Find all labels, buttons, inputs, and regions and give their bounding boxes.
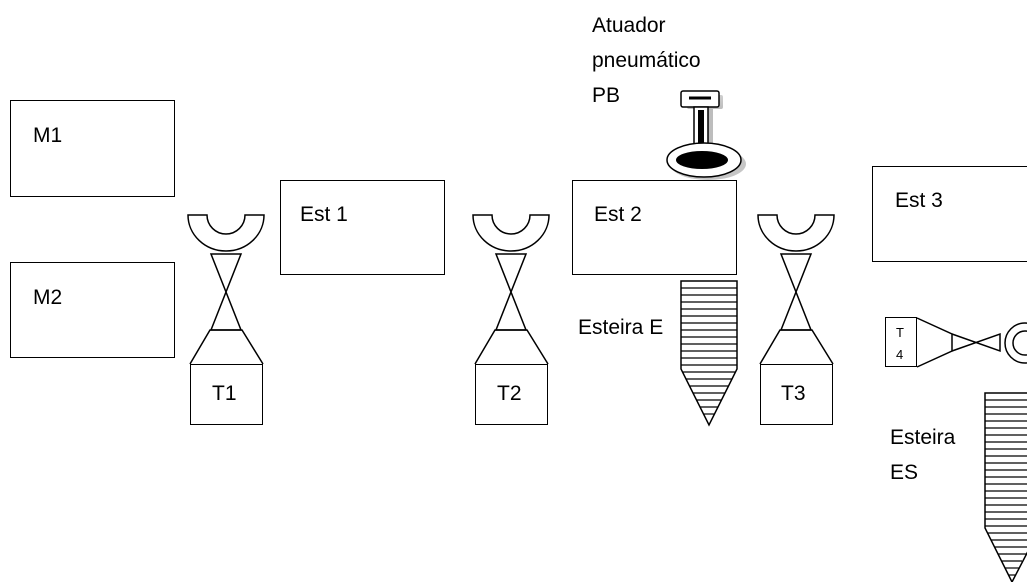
gripper-cup-icon — [187, 214, 265, 252]
gripper-cup-icon — [472, 214, 550, 252]
transporter-t2-label: T2 — [497, 382, 522, 405]
transporter-t1-box — [190, 364, 263, 425]
actuator-label-line3: PB — [592, 84, 621, 107]
station-est2-label: Est 2 — [594, 203, 642, 226]
machine-m2-label: M2 — [33, 286, 63, 309]
actuator-label-line2: pneumático — [592, 49, 701, 72]
pneumatic-actuator-icon — [666, 90, 746, 180]
transporter-t1-label: T1 — [212, 382, 237, 405]
actuator-label-line1: Atuador — [592, 14, 666, 37]
transporter-t4-label-line1: T — [896, 325, 904, 340]
transporter-t3-arm — [757, 214, 835, 365]
transporter-t4-label-line2: 4 — [896, 347, 904, 362]
transporter-t2-box — [475, 364, 548, 425]
station-est1-box — [280, 180, 445, 275]
transporter-t3-label: T3 — [781, 382, 806, 405]
station-est1-label: Est 1 — [300, 203, 348, 226]
transporter-t1-arm — [187, 214, 265, 365]
actuator-label: Atuador pneumático PB — [592, 8, 701, 113]
conveyor-es-label-line1: Esteira — [890, 426, 956, 449]
transporter-t3-box — [760, 364, 833, 425]
conveyor-e — [680, 280, 738, 427]
station-est2-box — [572, 180, 737, 275]
machine-m2-box — [10, 262, 175, 358]
gripper-cup-icon — [1004, 322, 1027, 364]
conveyor-es-label-line2: ES — [890, 461, 919, 484]
transporter-t4-arm — [916, 317, 1027, 368]
transporter-t2-arm — [472, 214, 550, 365]
station-est3-box — [872, 166, 1027, 262]
conveyor-es — [984, 392, 1027, 582]
transporter-t4-box — [885, 317, 917, 367]
gripper-cup-icon — [757, 214, 835, 252]
station-est3-label: Est 3 — [895, 189, 943, 212]
conveyor-e-label: Esteira E — [578, 316, 664, 339]
machine-m1-label: M1 — [33, 124, 63, 147]
machine-m1-box — [10, 100, 175, 197]
